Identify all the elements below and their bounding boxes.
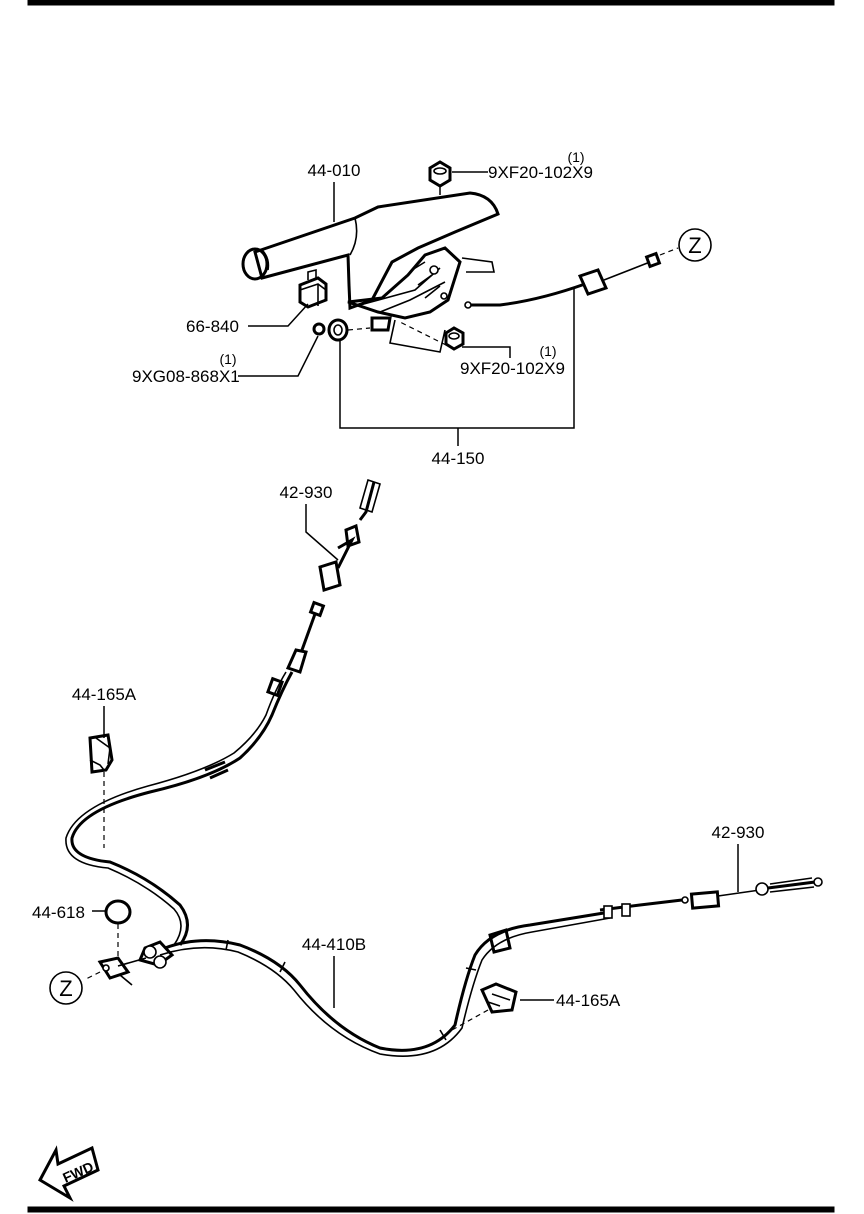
label-cable-end-right: 42-930 bbox=[712, 823, 765, 842]
label-nut-right-qty: (1) bbox=[539, 343, 556, 359]
ref-mark-z-bottom: Z bbox=[49, 971, 83, 1005]
washer-icon bbox=[312, 322, 326, 336]
label-switch: 66-840 bbox=[186, 317, 239, 336]
top-border bbox=[27, 0, 835, 6]
parking-brake-lever bbox=[241, 191, 500, 353]
label-washer: 9XG08-868X1 bbox=[132, 367, 240, 386]
cable-end-right bbox=[689, 877, 823, 910]
nut-top-icon bbox=[428, 160, 452, 195]
label-nut-right: 9XF20-102X9 bbox=[460, 359, 565, 378]
label-nut-top: 9XF20-102X9 bbox=[488, 163, 593, 182]
rear-cable bbox=[65, 600, 689, 1057]
grommet-icon bbox=[104, 899, 132, 958]
clip-left-icon bbox=[88, 733, 114, 848]
label-lever-assembly: 44-010 bbox=[308, 161, 361, 180]
label-clip-left: 44-165A bbox=[72, 685, 137, 704]
label-grommet: 44-618 bbox=[32, 903, 85, 922]
bottom-border bbox=[27, 1206, 835, 1213]
label-clip-right: 44-165A bbox=[556, 991, 621, 1010]
label-cable-end-top: 42-930 bbox=[280, 483, 333, 502]
switch-icon bbox=[298, 268, 328, 309]
label-nut-top-qty: (1) bbox=[567, 149, 584, 165]
front-cable bbox=[464, 247, 679, 309]
cable-junction bbox=[83, 940, 175, 986]
leader-lines bbox=[92, 171, 739, 1008]
label-front-cable: 44-150 bbox=[432, 449, 485, 468]
cable-end-upper bbox=[318, 478, 381, 592]
svg-text:Z: Z bbox=[688, 233, 701, 258]
nut-right-icon bbox=[399, 321, 465, 351]
ref-mark-z-top: Z bbox=[678, 228, 712, 262]
label-rear-cable: 44-410B bbox=[302, 935, 366, 954]
fwd-arrow-icon: FWD bbox=[38, 1145, 100, 1202]
svg-text:FWD: FWD bbox=[60, 1158, 96, 1186]
nut-left-icon bbox=[327, 318, 371, 342]
label-washer-qty: (1) bbox=[219, 351, 236, 367]
svg-text:Z: Z bbox=[59, 976, 72, 1001]
clip-right-icon bbox=[451, 982, 518, 1031]
